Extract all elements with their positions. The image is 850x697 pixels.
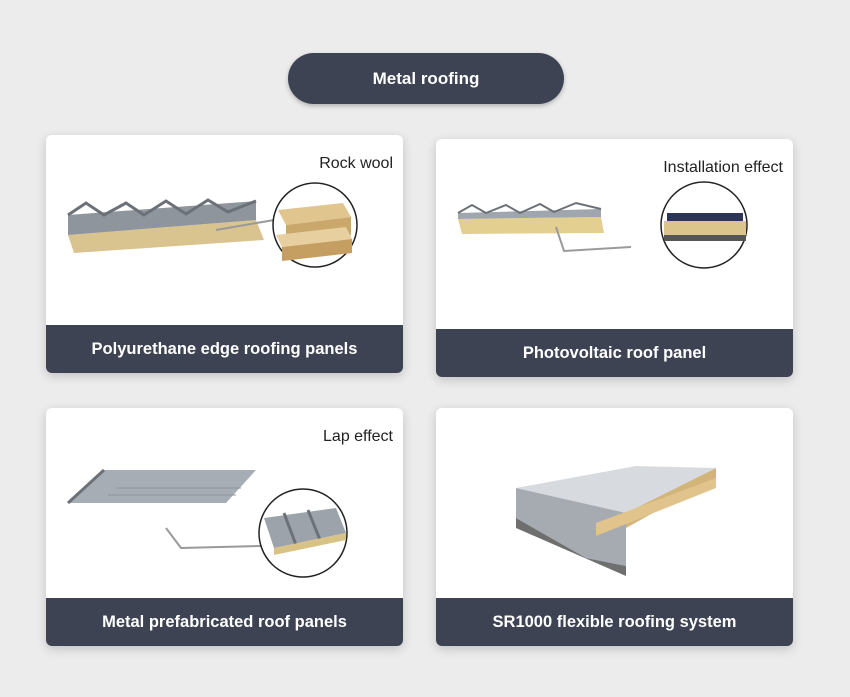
sr1000-system-illustration [516, 466, 716, 576]
prefab-panel-illustration [66, 468, 348, 578]
product-card-sr1000[interactable]: SR1000 flexible roofing system [436, 408, 793, 646]
pv-panel-illustration [457, 181, 748, 269]
product-card-metal-prefab[interactable]: Lap effect Metal prefabricated roof pane… [46, 408, 403, 646]
card-label: SR1000 flexible roofing system [436, 598, 793, 646]
callout-rock-wool: Rock wool [319, 155, 393, 172]
page-title: Metal roofing [288, 53, 564, 104]
product-card-photovoltaic[interactable]: Installation effect Photovoltaic roof pa… [436, 139, 793, 377]
card-label: Polyurethane edge roofing panels [46, 325, 403, 373]
callout-installation-effect: Installation effect [663, 159, 783, 176]
product-card-polyurethane[interactable]: Rock wool Polyurethane edge roofing pane… [46, 135, 403, 373]
card-label: Metal prefabricated roof panels [46, 598, 403, 646]
card-label: Photovoltaic roof panel [436, 329, 793, 377]
roof-panel-illustration [67, 182, 358, 268]
callout-lap-effect: Lap effect [323, 428, 393, 445]
